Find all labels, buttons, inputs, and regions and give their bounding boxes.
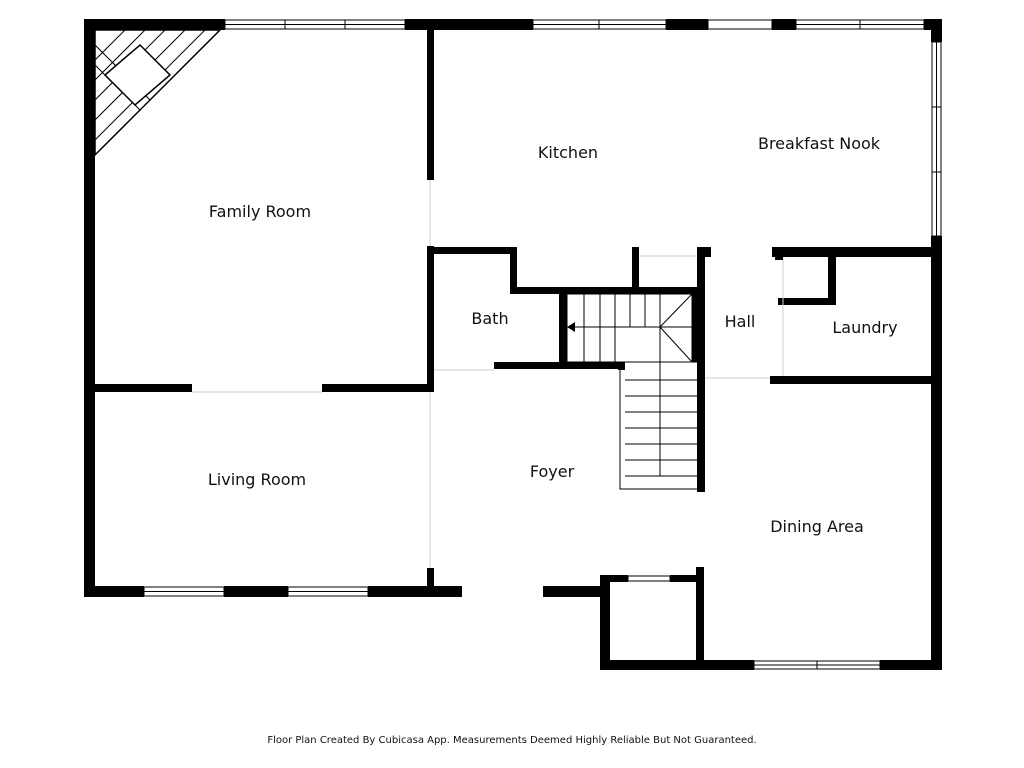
fireplace [94, 29, 222, 157]
label-dining-area: Dining Area [770, 517, 864, 536]
windows [143, 19, 942, 670]
walls [84, 19, 942, 670]
label-kitchen: Kitchen [538, 143, 598, 162]
label-foyer: Foyer [530, 462, 575, 481]
label-family-room: Family Room [209, 202, 311, 221]
room-labels: Family Room Kitchen Breakfast Nook Bath … [208, 134, 898, 536]
label-laundry: Laundry [832, 318, 897, 337]
openings [192, 180, 784, 568]
disclaimer-text: Floor Plan Created By Cubicasa App. Meas… [267, 735, 757, 746]
staircase [566, 293, 701, 490]
label-bath: Bath [471, 309, 508, 328]
stair-arrow-icon [567, 322, 575, 332]
label-living-room: Living Room [208, 470, 306, 489]
label-breakfast-nook: Breakfast Nook [758, 134, 881, 153]
label-hall: Hall [725, 312, 756, 331]
